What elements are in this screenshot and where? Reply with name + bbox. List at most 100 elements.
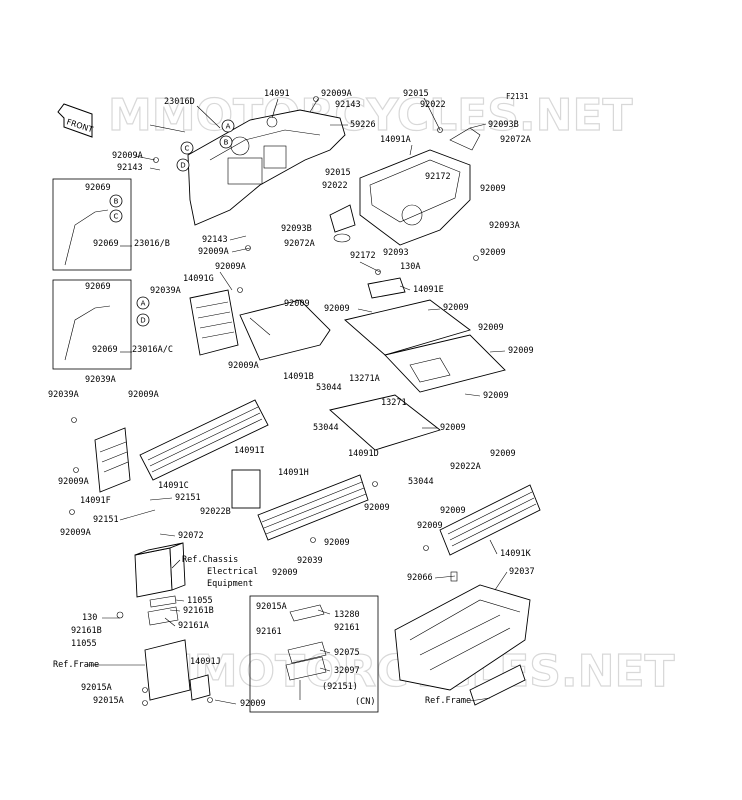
part-92161a-pad xyxy=(147,606,179,626)
part-label: 92069 xyxy=(93,239,119,249)
part-label: 23016A/C xyxy=(132,345,173,355)
callout-b-2: B xyxy=(109,194,123,208)
part-battery xyxy=(134,542,186,598)
part-14091h-long-cover xyxy=(257,474,369,541)
svg-text:B: B xyxy=(114,198,119,206)
part-13271-floor-panel xyxy=(384,334,506,393)
part-label: 92009 xyxy=(364,503,390,513)
part-label: 53044 xyxy=(408,477,434,487)
part-label: Ref.Chassis xyxy=(182,555,238,565)
part-label: 92151 xyxy=(175,493,201,503)
part-label: Equipment xyxy=(207,579,253,589)
part-32097-tray xyxy=(285,656,327,681)
part-label: 92009A xyxy=(198,247,229,257)
part-label: 130A xyxy=(400,262,420,272)
part-23016d-cable xyxy=(149,124,186,133)
callout-a-1: A xyxy=(221,119,235,133)
part-label: 92022B xyxy=(200,507,231,517)
part-label: 14091F xyxy=(80,496,111,506)
part-label: 92015 xyxy=(403,89,429,99)
part-14091b-panel xyxy=(239,299,331,361)
part-label: (92151) xyxy=(322,682,358,692)
part-label: 92161A xyxy=(178,621,209,631)
part-label: 92009 xyxy=(240,699,266,709)
svg-text:D: D xyxy=(140,317,145,325)
part-label: 13271 xyxy=(381,398,407,408)
part-label: 14091G xyxy=(183,274,214,284)
part-label: 92161B xyxy=(183,606,214,616)
part-14091g-side-cover xyxy=(189,289,239,356)
part-label: 92009 xyxy=(480,184,506,194)
part-label: 92161 xyxy=(256,627,282,637)
part-label: 92009 xyxy=(284,299,310,309)
part-label: 92093B xyxy=(281,224,312,234)
part-label: 92039A xyxy=(48,390,79,400)
part-23016b-cable xyxy=(64,209,109,266)
part-label: 92015 xyxy=(325,168,351,178)
callout-b-1: B xyxy=(219,135,233,149)
part-label: 92072 xyxy=(178,531,204,541)
svg-text:B: B xyxy=(224,139,229,147)
part-label: 92009 xyxy=(440,423,466,433)
part-label: 92066 xyxy=(407,573,433,583)
part-label: 23016D xyxy=(164,97,195,107)
part-13280-strap xyxy=(289,604,325,622)
callout-d-2: D xyxy=(136,313,150,327)
inset-box-23016b xyxy=(52,178,132,271)
svg-text:C: C xyxy=(114,213,119,221)
part-label: 92022 xyxy=(420,100,446,110)
part-label: 92039A xyxy=(85,375,116,385)
part-label: 130 xyxy=(82,613,97,623)
inset-box-23016ac xyxy=(52,279,132,370)
part-label: 92037 xyxy=(509,567,535,577)
callout-c-1: C xyxy=(180,141,194,155)
watermark-top: MMOTORCYCLES.NET xyxy=(108,90,633,141)
part-label: 92072A xyxy=(284,239,315,249)
part-14091d-plate xyxy=(329,394,441,451)
part-label: 14091E xyxy=(413,285,444,295)
part-label: 92039A xyxy=(150,286,181,296)
part-14091a-storage-tray xyxy=(359,127,481,246)
callout-a-2: A xyxy=(136,296,150,310)
part-label: 92009A xyxy=(228,361,259,371)
part-14091f-side-panel xyxy=(94,427,131,493)
front-arrow-icon: FRONT xyxy=(57,103,94,138)
part-label: 92093A xyxy=(489,221,520,231)
part-label: 92069 xyxy=(85,282,111,292)
part-label: Electrical xyxy=(207,567,258,577)
part-label: 92009 xyxy=(508,346,534,356)
part-label: 13271A xyxy=(349,374,380,384)
part-label: 92093B xyxy=(488,120,519,130)
part-label: 92143 xyxy=(117,163,143,173)
part-label: 92172 xyxy=(350,251,376,261)
part-label: 92172 xyxy=(425,172,451,182)
part-label: 92009 xyxy=(417,521,443,531)
part-label: 92009A xyxy=(215,262,246,272)
part-label: 92093 xyxy=(383,248,409,258)
part-label: 92143 xyxy=(335,100,361,110)
svg-text:A: A xyxy=(226,123,231,131)
part-label: 92009A xyxy=(58,477,89,487)
part-11055-holder xyxy=(149,595,177,608)
part-label: 92009 xyxy=(483,391,509,401)
part-label: 92009A xyxy=(112,151,143,161)
part-label: 92015A xyxy=(256,602,287,612)
part-92075-pad xyxy=(287,641,327,664)
part-label: 92151 xyxy=(93,515,119,525)
part-label: 59226 xyxy=(350,120,376,130)
part-13271a-floor-panel xyxy=(344,299,471,356)
part-label: 53044 xyxy=(313,423,339,433)
part-label: 14091 xyxy=(264,89,290,99)
part-label: 92009 xyxy=(272,568,298,578)
part-label: 14091J xyxy=(190,657,221,667)
svg-text:D: D xyxy=(180,162,185,170)
part-label: 92009 xyxy=(324,538,350,548)
part-92072a-grommet xyxy=(333,233,351,243)
part-lower-bracket xyxy=(144,639,191,701)
part-14091e-tab xyxy=(367,277,406,299)
part-label: 92072A xyxy=(500,135,531,145)
part-label: Ref.Frame xyxy=(425,696,471,706)
